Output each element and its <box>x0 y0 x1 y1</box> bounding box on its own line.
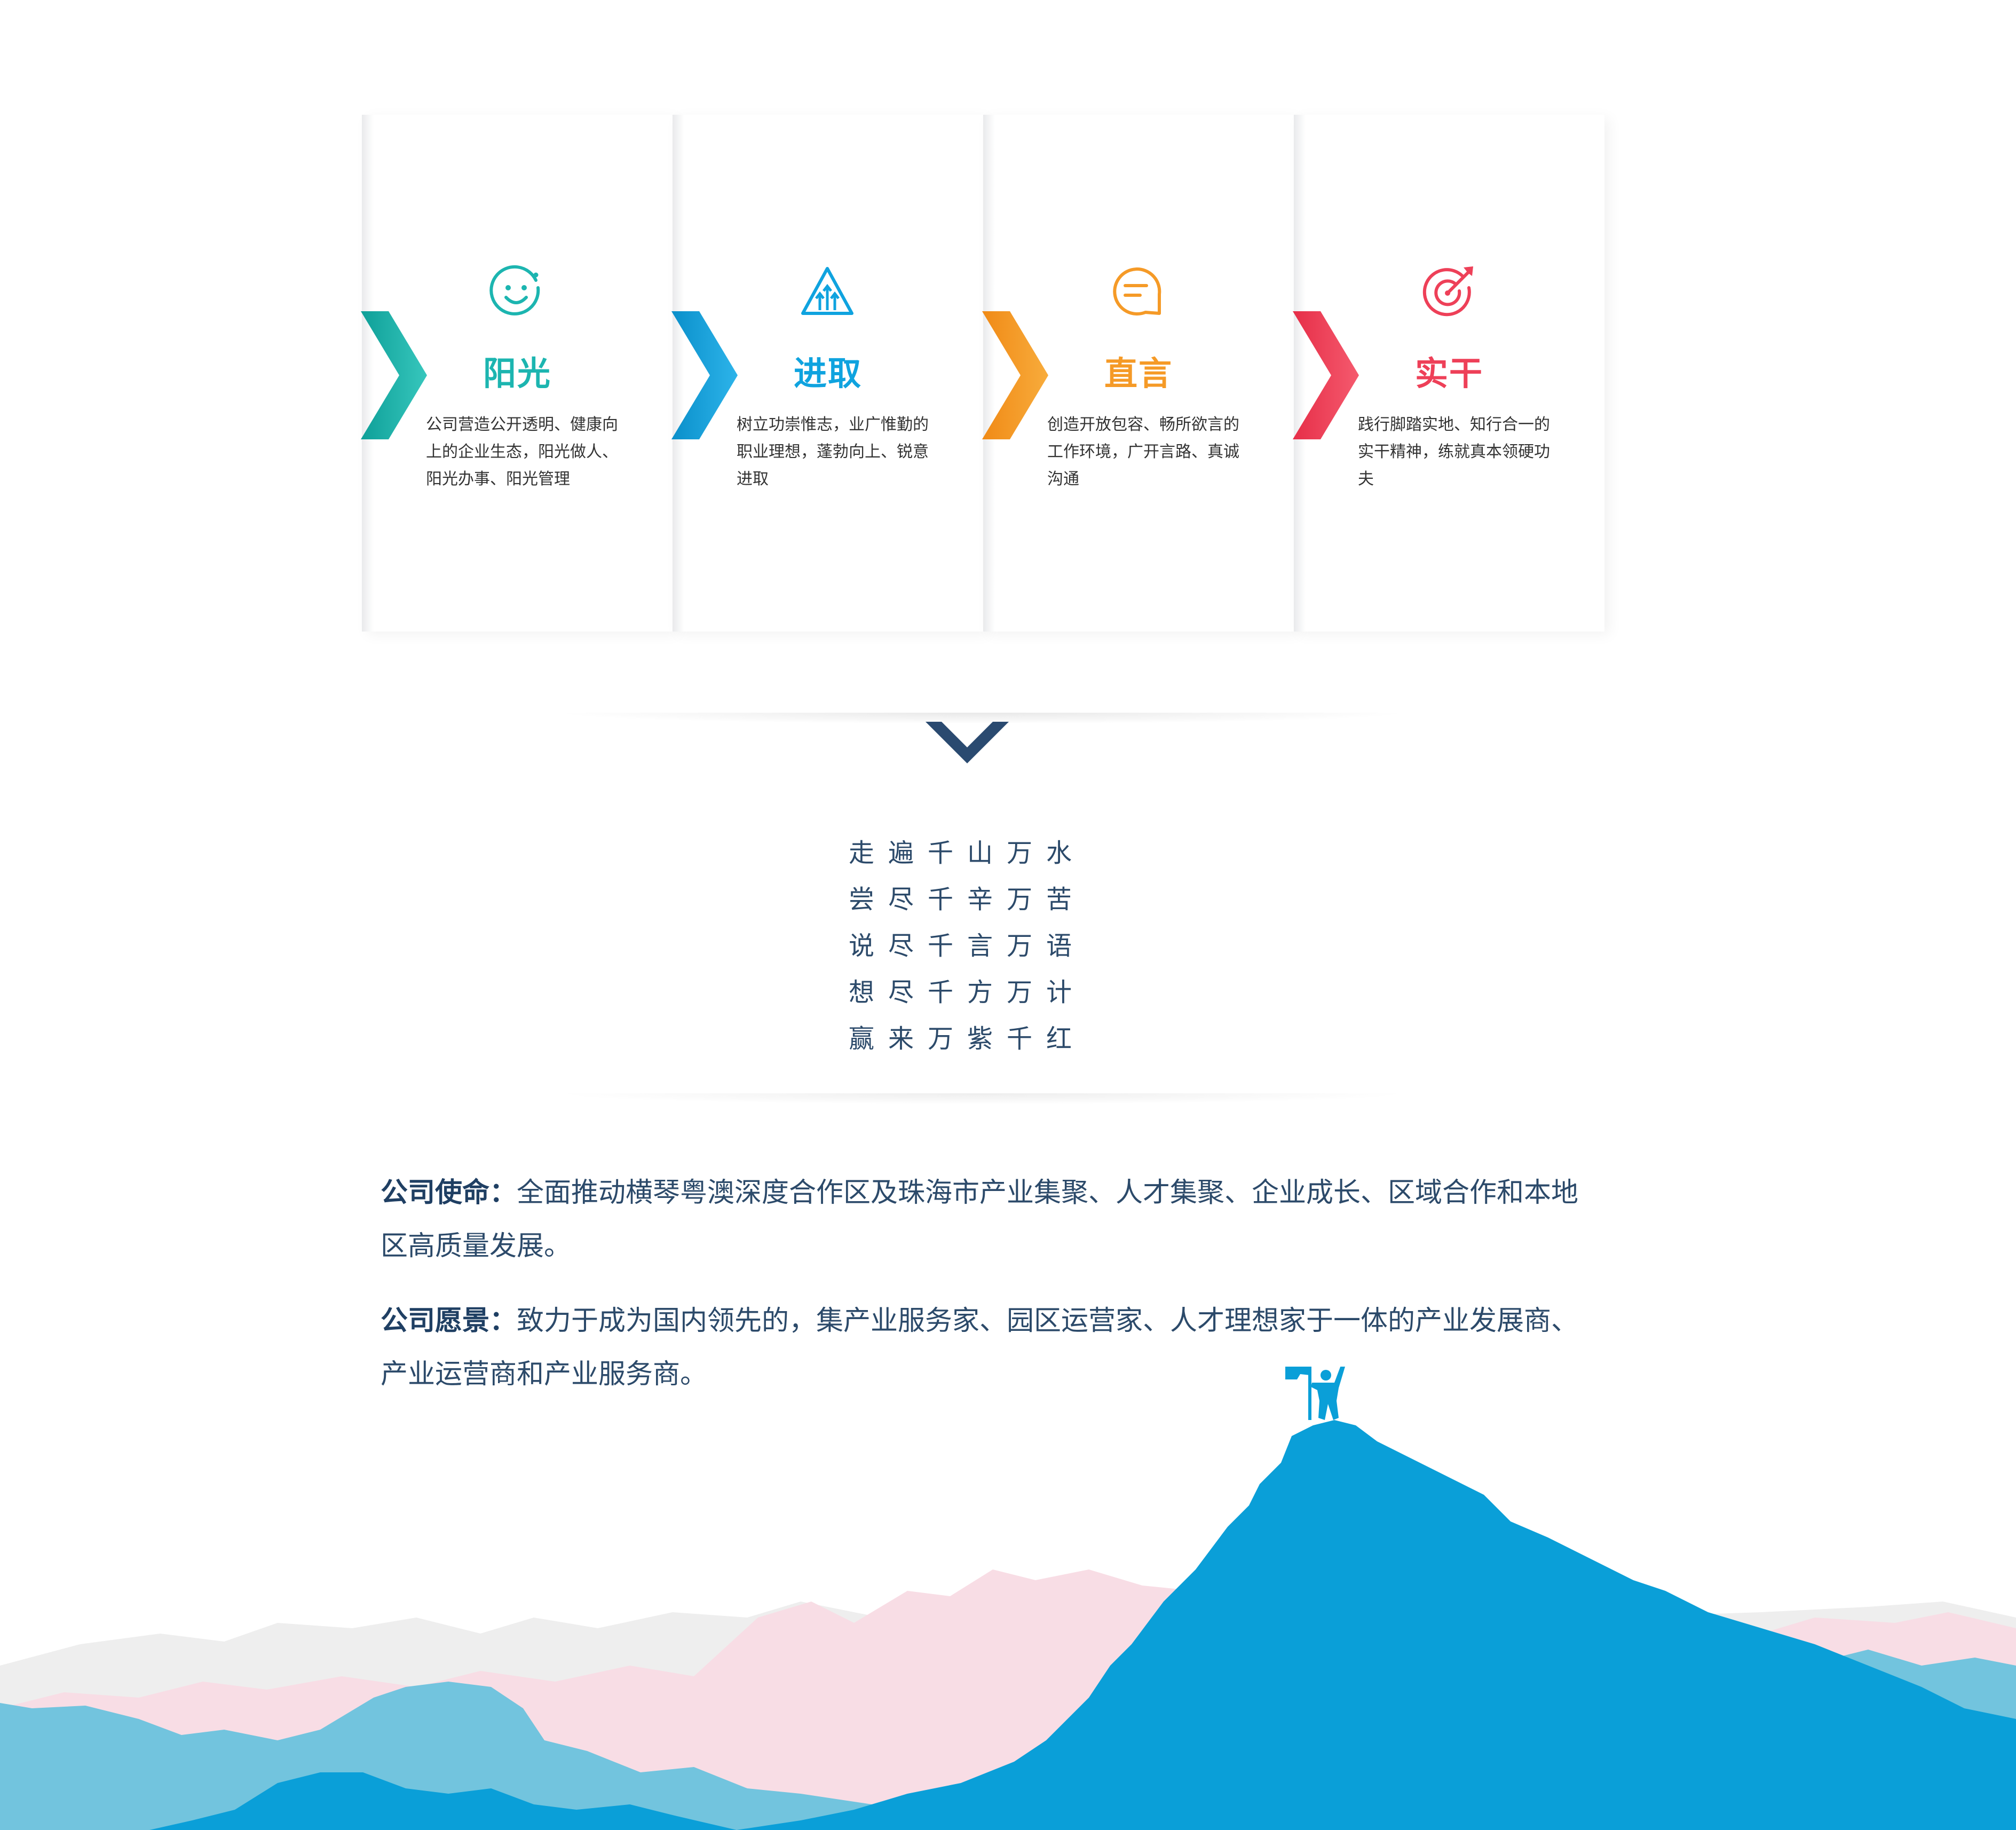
value-description: 树立功崇惟志，业广惟勤的职业理想，蓬勃向上、锐意进取 <box>737 415 929 488</box>
values-row: 阳光 公司营造公开透明、健康向上的企业生态，阳光做人、阳光办事、阳光管理 进取 … <box>361 115 1633 632</box>
divider-line <box>374 713 1591 729</box>
chevron-down-icon <box>926 722 1009 763</box>
value-title: 阳光 <box>483 354 551 393</box>
mission-text: 全面推动横琴粤澳深度合作区及珠海市产业集聚、人才集聚、企业成长、区域合作和本地区… <box>381 1177 1579 1262</box>
vision-text: 致力于成为国内领先的，集产业服务家、园区运营家、人才理想家于一体的产业发展商、产… <box>381 1305 1579 1390</box>
value-card-sunshine: 阳光 公司营造公开透明、健康向上的企业生态，阳光做人、阳光办事、阳光管理 <box>361 115 673 632</box>
chevron-right-icon <box>361 311 427 439</box>
value-title: 进取 <box>793 354 862 393</box>
poem-line: 走遍千山万水 <box>849 838 1086 868</box>
vision-label: 公司愿景： <box>381 1305 517 1337</box>
mission-label: 公司使命： <box>381 1177 517 1209</box>
poem-line: 赢来万紫千红 <box>849 1024 1086 1054</box>
poem-line: 说尽千言万语 <box>849 931 1086 961</box>
value-card-practical: 实干 践行脚踏实地、知行合一的实干精神，练就真本领硬功夫 <box>1293 115 1604 632</box>
mission-statement: 公司使命：全面推动横琴粤澳深度合作区及珠海市产业集聚、人才集聚、企业成长、区域合… <box>381 1166 1592 1273</box>
chevron-right-icon <box>982 311 1048 439</box>
poem-line: 尝尽千辛万苦 <box>849 885 1086 914</box>
smile-icon <box>489 265 540 315</box>
mountain-summit-illustration <box>0 1367 2016 1830</box>
arrows-up-triangle-icon <box>801 267 853 315</box>
chevron-right-icon <box>1293 311 1359 439</box>
vision-statement: 公司愿景：致力于成为国内领先的，集产业服务家、园区运营家、人才理想家于一体的产业… <box>381 1295 1592 1401</box>
value-description: 公司营造公开透明、健康向上的企业生态，阳光做人、阳光办事、阳光管理 <box>426 415 618 488</box>
value-title: 实干 <box>1414 354 1483 393</box>
poem: 走遍千山万水 尝尽千辛万苦 说尽千言万语 想尽千方万计 赢来万紫千红 <box>849 830 1084 1062</box>
chat-bubble-icon <box>1113 267 1161 316</box>
value-description: 创造开放包容、畅所欲言的工作环境，广开言路、真诚沟通 <box>1047 415 1239 488</box>
value-card-candor: 直言 创造开放包容、畅所欲言的工作环境，广开言路、真诚沟通 <box>982 115 1294 632</box>
chevron-right-icon <box>671 311 738 439</box>
target-icon <box>1422 266 1473 317</box>
value-title: 直言 <box>1104 354 1173 393</box>
divider-line <box>374 1093 1591 1109</box>
value-description: 践行脚踏实地、知行合一的实干精神，练就真本领硬功夫 <box>1358 415 1550 488</box>
poem-line: 想尽千方万计 <box>849 977 1086 1007</box>
value-card-enterprising: 进取 树立功崇惟志，业广惟勤的职业理想，蓬勃向上、锐意进取 <box>671 115 983 632</box>
